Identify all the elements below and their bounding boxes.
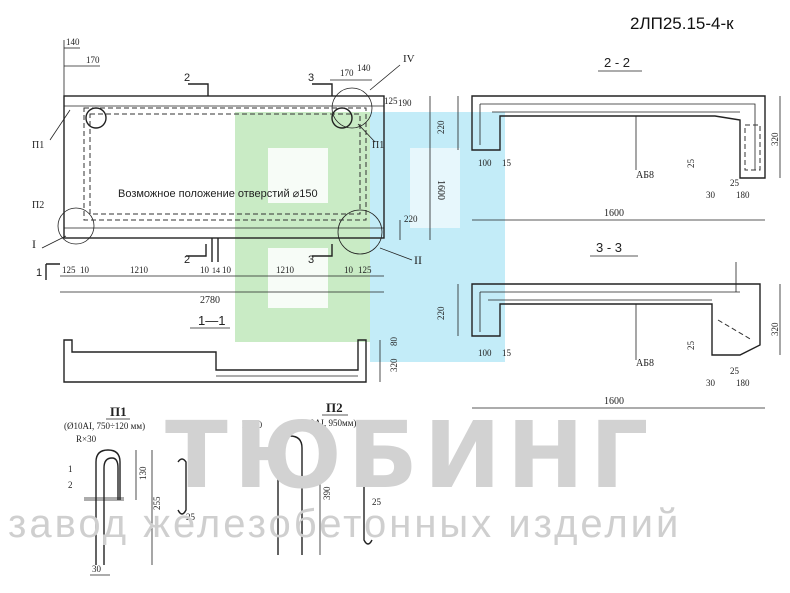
section-1-title: 1—1	[198, 313, 225, 328]
dim-label: 80	[389, 337, 399, 347]
detail-p2-spec: (Ø10АI, 950мм)	[296, 418, 356, 428]
dim-label: 170	[86, 55, 100, 65]
section-2-2: 2 - 2 220 320 100 15 25 30 25 180 1600 А…	[436, 55, 781, 221]
section-3-title: 3 - 3	[596, 240, 622, 255]
detail-p2: П2 (Ø10АI, 950мм) R×30 390 25 3	[242, 400, 382, 555]
section-mark: 3	[308, 254, 314, 266]
section-mark: 3	[308, 72, 314, 84]
hole-circle	[331, 107, 353, 129]
product-code: 2ЛП25.15-4-к	[630, 14, 734, 33]
dim-label: 10	[200, 265, 210, 275]
callout-p2: П2	[32, 200, 44, 211]
section-mark: 1	[36, 267, 42, 279]
section-3-3: 3 - 3 220 320 100 15 25 30 25 180 1600 А…	[436, 240, 781, 409]
dim-label: 15	[502, 348, 512, 358]
dim-label: 1600	[604, 208, 624, 219]
dim-label: 220	[404, 214, 418, 224]
stirrup-shape	[95, 449, 121, 565]
dim-label: 220	[436, 306, 446, 320]
dim-label: 10	[80, 265, 90, 275]
detail-p1-spec: (Ø10АI, 750÷120 мм)	[64, 421, 145, 431]
rebar-mark: АБ8	[636, 170, 654, 181]
dim-label: 30	[706, 190, 716, 200]
dim-label: 320	[389, 358, 399, 372]
part-number: 2	[68, 480, 73, 490]
dim-label: 125	[62, 265, 76, 275]
dim-label: 125	[384, 96, 398, 106]
detail-p1: П1 (Ø10АI, 750÷120 мм) R×30 130 255 25 3…	[64, 404, 196, 576]
dim-label: 25	[730, 366, 740, 376]
callout-node-i: I	[32, 237, 36, 251]
dim-label: 130	[138, 466, 148, 480]
dim-label: 14	[212, 266, 220, 275]
dim-label: 125	[358, 265, 372, 275]
dim-label: 320	[770, 132, 780, 146]
dim-label: 320	[770, 322, 780, 336]
section-2-outline	[471, 95, 766, 179]
plan-view: 140 170 170 140 125 190 1600 220 125 10 …	[32, 37, 446, 306]
part-number: 3	[252, 467, 257, 477]
dim-label: 140	[357, 63, 371, 73]
dim-label: 180	[736, 190, 750, 200]
dim-label: 10	[222, 265, 232, 275]
section-mark: 2	[184, 254, 190, 266]
dim-label: 170	[340, 68, 354, 78]
detail-p1-radius: R×30	[76, 434, 97, 444]
section-1-outline	[63, 339, 367, 383]
callout-node-ii: II	[414, 253, 422, 267]
callout-circle-iv	[331, 87, 373, 129]
callout-p1: П1	[32, 140, 44, 151]
stirrup-shape	[277, 435, 303, 555]
callout-node-iv: IV	[403, 53, 415, 65]
dim-label: 25	[730, 178, 740, 188]
dim-label: 100	[478, 348, 492, 358]
callout-p1: П1	[372, 140, 384, 151]
dim-label: 190	[398, 98, 412, 108]
hole-position-note: Возможное положение отверстий ⌀150	[118, 188, 318, 200]
dim-total-length: 2780	[200, 295, 220, 306]
dim-height: 1600	[435, 180, 446, 200]
detail-p2-radius: R×30	[242, 420, 263, 430]
dim-label: 25	[686, 341, 696, 351]
dim-label: 25	[186, 512, 196, 522]
dim-label: 255	[152, 496, 162, 510]
dim-label: 1210	[276, 265, 295, 275]
dim-label: 390	[322, 486, 332, 500]
hole-circle	[85, 107, 107, 129]
dim-label: 30	[706, 378, 716, 388]
dim-label: 15	[502, 158, 512, 168]
section-1-1: 1—1 80 320	[63, 313, 399, 383]
section-3-outline	[471, 283, 761, 356]
watermark-tagline: завод железобетонных изделий	[8, 502, 682, 546]
part-number: 1	[68, 464, 73, 474]
dim-label: 25	[372, 497, 382, 507]
watermark-brand: ТЮБИНГ	[165, 402, 655, 509]
callout-circle-i	[57, 207, 95, 245]
detail-p1-title: П1	[110, 404, 127, 419]
dim-label: 1210	[130, 265, 149, 275]
detail-p2-title: П2	[326, 400, 343, 415]
dim-label: 30	[92, 564, 102, 574]
rebar-mark: АБ8	[636, 358, 654, 369]
dim-label: 25	[686, 159, 696, 169]
dim-label: 1600	[604, 396, 624, 407]
plan-outline	[63, 95, 385, 239]
plan-rebar-outline	[83, 107, 367, 221]
callout-circle-ii	[337, 209, 383, 255]
section-2-title: 2 - 2	[604, 55, 630, 70]
dim-label: 100	[478, 158, 492, 168]
section-mark: 2	[184, 72, 190, 84]
dim-label: 10	[344, 265, 354, 275]
dim-label: 220	[436, 120, 446, 134]
dim-label: 180	[736, 378, 750, 388]
dim-label: 140	[66, 37, 80, 47]
